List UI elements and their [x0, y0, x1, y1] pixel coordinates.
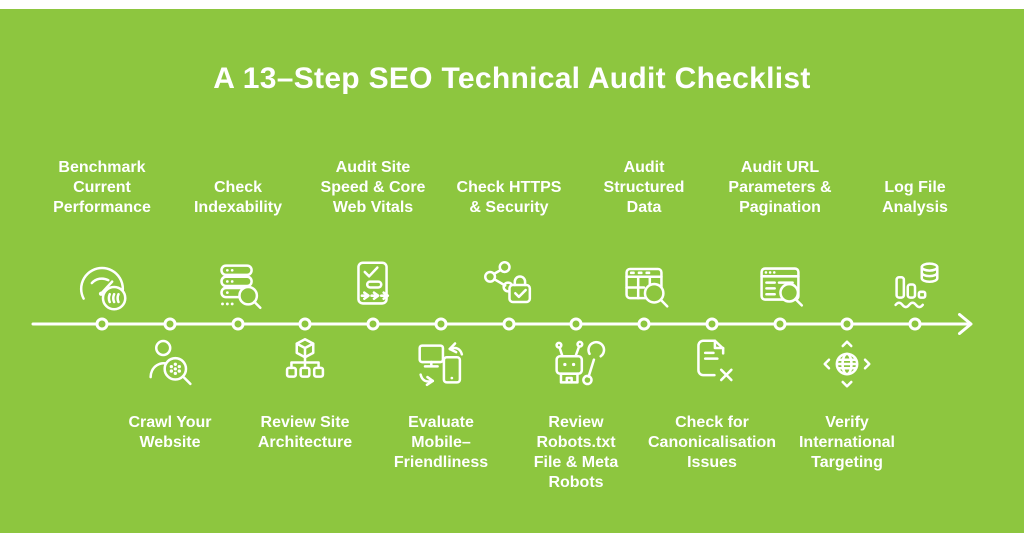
- timeline-axis: [31, 313, 973, 335]
- step-label-6: Evaluate Mobile– Friendliness: [393, 414, 489, 471]
- step-label-7: Check HTTPS & Security: [456, 179, 562, 216]
- share-lock-icon: [478, 255, 540, 317]
- step-label-5: Audit Site Speed & Core Web Vitals: [320, 159, 426, 216]
- robot-wrench-icon: [545, 333, 607, 395]
- step-label-8: Review Robots.txt File & Meta Robots: [533, 414, 619, 491]
- document-x-icon: [681, 333, 743, 395]
- step-label-13: Log File Analysis: [882, 179, 948, 216]
- timeline-arrow-icon: [958, 313, 973, 335]
- person-magnifier-icon: [139, 333, 201, 395]
- step-label-1: Benchmark Current Performance: [53, 159, 151, 216]
- step-label-12: Verify International Targeting: [798, 414, 895, 471]
- browser-magnifier-icon: [749, 255, 811, 317]
- table-magnifier-icon: [613, 255, 675, 317]
- step-label-2: Crawl Your Website: [128, 414, 212, 451]
- globe-arrows-icon: [816, 333, 878, 395]
- document-check-arrows-icon: [342, 255, 404, 317]
- step-label-11: Audit URL Parameters & Pagination: [728, 159, 832, 216]
- bottom-white-strip: [0, 533, 1024, 542]
- barchart-database-icon: [884, 255, 946, 317]
- speedometer-badge-icon: [71, 255, 133, 317]
- step-label-3: Check Indexability: [193, 179, 283, 216]
- step-label-9: Audit Structured Data: [603, 159, 685, 216]
- step-label-10: Check for Canonicalisation Issues: [647, 414, 777, 471]
- device-swap-icon: [410, 333, 472, 395]
- sitemap-cube-icon: [274, 333, 336, 395]
- page-title: A 13–Step SEO Technical Audit Checklist: [213, 62, 811, 95]
- server-magnifier-icon: [207, 255, 269, 317]
- top-white-strip: [0, 0, 1024, 9]
- step-label-4: Review Site Architecture: [257, 414, 353, 451]
